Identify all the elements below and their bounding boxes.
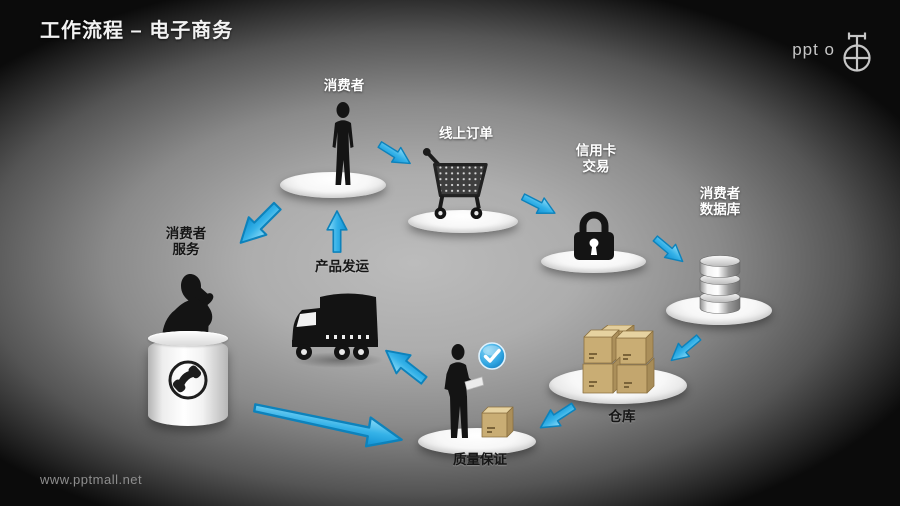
cardboard-box-icon — [480, 402, 514, 440]
watermark: www.pptmall.net — [40, 472, 143, 487]
label-consumer-db: 消费者 数据库 — [670, 186, 770, 218]
label-quality: 质量保证 — [430, 452, 530, 468]
inspector-person-icon — [438, 344, 484, 441]
label-service-line1: 消费者 — [165, 226, 207, 241]
label-service-line2: 服务 — [172, 242, 200, 257]
service-counter-top — [148, 331, 228, 346]
brand-logo-text: ppt o — [792, 40, 835, 59]
truck-icon — [286, 288, 382, 364]
check-badge-icon — [477, 341, 507, 371]
phone-operator-icon — [150, 274, 230, 340]
cardboard-boxes-icon — [580, 325, 658, 397]
arrow-db-to-warehouse — [665, 330, 705, 368]
label-credit-card-line2: 交易 — [582, 159, 610, 174]
platform-credit-card — [541, 250, 646, 273]
database-icon — [698, 252, 742, 316]
arrow-consumer-to-order — [374, 136, 416, 172]
padlock-icon — [568, 206, 620, 262]
platform-consumer — [280, 172, 386, 198]
label-shipping: 产品发运 — [292, 259, 392, 275]
arrow-warehouse-to-quality — [534, 397, 580, 437]
arrow-credit-to-db — [649, 231, 689, 269]
label-credit-card: 信用卡 交易 — [546, 143, 646, 175]
arrow-service-to-quality — [253, 403, 403, 448]
label-warehouse-line1: 仓库 — [608, 409, 636, 424]
shopping-cart-icon — [420, 146, 490, 224]
label-warehouse: 仓库 — [572, 409, 672, 425]
arrow-consumer-to-service — [230, 196, 288, 253]
platform-quality — [418, 428, 536, 455]
label-consumer: 消费者 — [294, 78, 394, 94]
brand-logo: ppt o — [792, 30, 874, 74]
label-online-order-line1: 线上订单 — [439, 126, 493, 141]
slide-title: 工作流程 – 电子商务 — [40, 20, 234, 42]
service-counter-cylinder — [148, 338, 228, 426]
standing-person-icon — [326, 102, 360, 188]
label-service: 消费者 服务 — [136, 226, 236, 258]
compass-logo-icon — [840, 30, 874, 74]
label-consumer-line1: 消费者 — [323, 78, 365, 93]
arrow-quality-to-truck — [378, 340, 432, 391]
arrow-truck-to-consumer — [326, 210, 348, 253]
label-shipping-line1: 产品发运 — [315, 259, 369, 274]
label-consumer-db-line1: 消费者 — [699, 186, 741, 201]
label-quality-line1: 质量保证 — [453, 452, 507, 467]
label-consumer-db-line2: 数据库 — [699, 202, 741, 217]
label-credit-card-line1: 信用卡 — [575, 143, 617, 158]
telephone-icon — [166, 358, 210, 402]
arrow-order-to-credit — [518, 188, 560, 222]
label-online-order: 线上订单 — [416, 126, 516, 142]
